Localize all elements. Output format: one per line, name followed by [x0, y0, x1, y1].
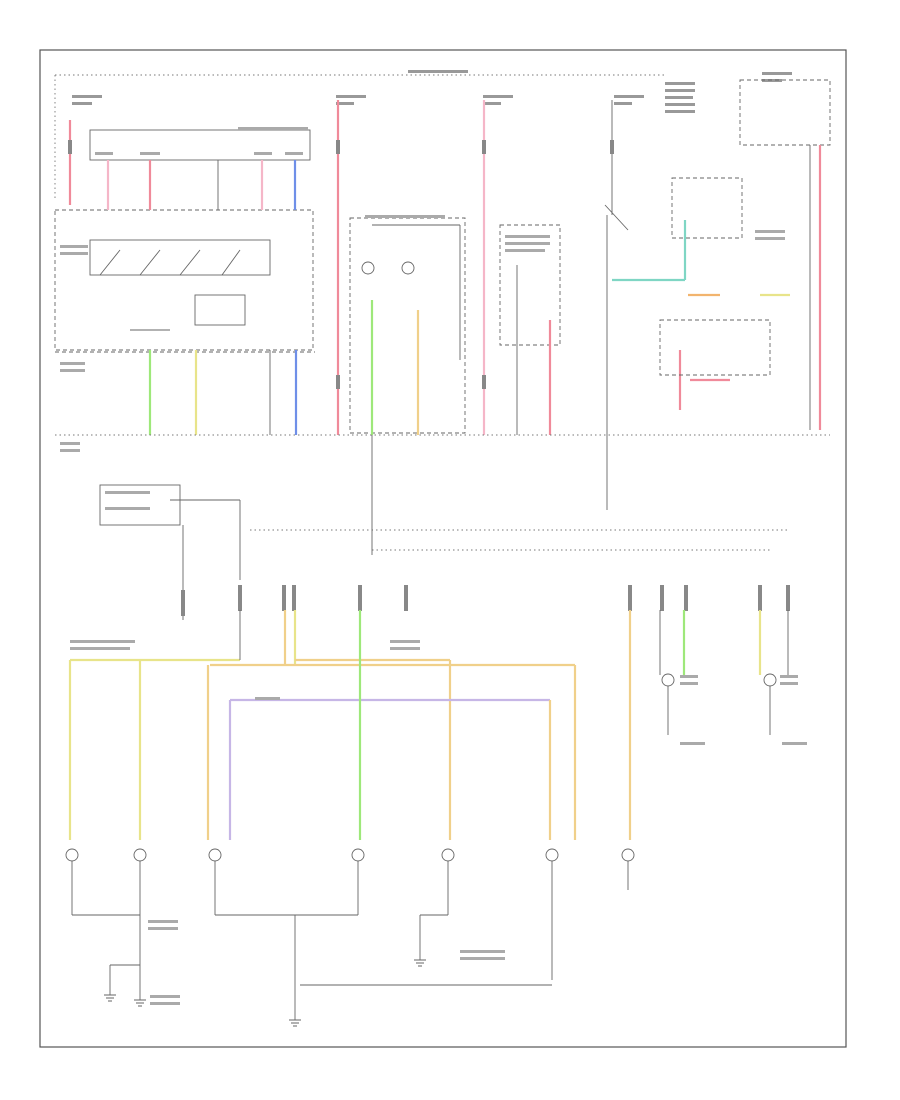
lower-branch-wires — [68, 610, 789, 840]
component-labels — [60, 127, 807, 1005]
right-relay-wires — [659, 145, 822, 430]
right-relay-cluster — [739, 79, 831, 146]
relay-block — [499, 224, 561, 346]
relay-wires — [516, 215, 608, 510]
switch-module-header — [89, 129, 311, 161]
headlamp-switch-module — [54, 209, 314, 351]
cluster-lamps — [361, 224, 461, 360]
bottom-lamps — [65, 848, 635, 862]
instrument-cluster — [349, 217, 466, 434]
connector-marks — [68, 140, 614, 389]
branch-connectors — [181, 585, 790, 616]
switch-module-wires — [106, 160, 297, 210]
upper-right-lamps — [661, 673, 777, 735]
fuse-labels — [72, 70, 792, 113]
ground-returns — [71, 861, 629, 1020]
dimmer-switch — [604, 177, 743, 282]
ground-symbols — [104, 959, 426, 1027]
switch-output-wires — [148, 350, 298, 435]
switch-contacts — [89, 239, 271, 331]
diagram-border — [39, 49, 847, 1048]
panel-dimmer-section — [99, 484, 241, 620]
